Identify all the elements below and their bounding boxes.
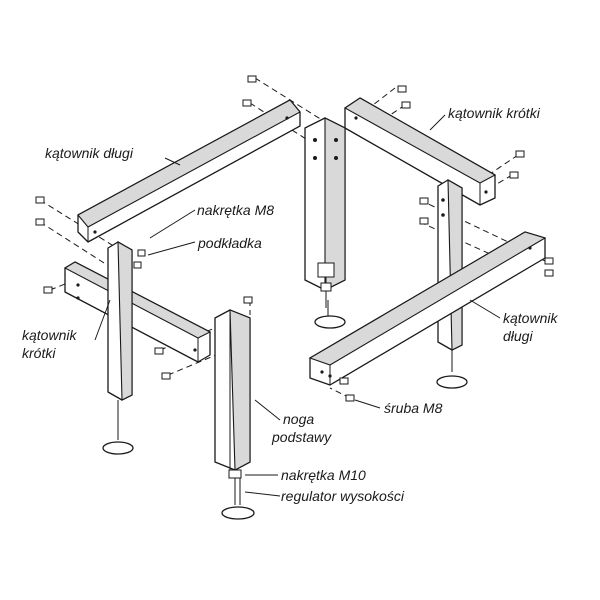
leg-front-left [102,241,134,455]
washer-icon [137,249,146,257]
nut-icon [419,197,429,205]
label-katownik-dlugi-right-line2: długi [503,328,533,344]
bolt-icon [242,99,252,107]
label-podkladka: podkładka [197,235,262,251]
bolt-icon [544,269,554,277]
bolt-icon [345,394,355,402]
label-nakretka-m10: nakrętka M10 [281,467,366,483]
label-nakretka-m8: nakrętka M8 [197,202,274,218]
bolt-icon [509,171,519,179]
label-katownik-krotki-left-line1: kątownik [22,327,77,343]
bolt-icon [515,150,525,158]
bolt-icon [154,347,164,355]
bolt-icon [243,296,253,304]
bolt-icon [544,257,554,265]
bolt-icon [35,196,45,204]
label-regulator-wysokosci: regulator wysokości [281,488,405,504]
label-noga-line2: podstawy [271,429,332,445]
leg-front-center [214,309,255,520]
bolt-icon [43,286,53,294]
leg-back-center [304,117,346,329]
bolt-icon [35,218,45,226]
label-katownik-dlugi-top: kątownik długi [45,145,134,161]
bolt-icon [161,372,171,380]
label-katownik-dlugi-right-line1: kątownik [503,310,558,326]
leader-lines [94,114,501,497]
label-katownik-krotki-top: kątownik krótki [448,105,541,121]
nut-icon [133,261,142,269]
angle-short-front [63,261,212,363]
bolt-icon [247,75,257,83]
angle-long-back [77,99,301,243]
label-katownik-krotki-left-line2: krótki [22,345,56,361]
label-noga-line1: noga [283,411,314,427]
fasteners [35,75,554,402]
bolt-icon [401,101,411,109]
nut-icon [419,217,429,225]
bolt-icon [339,377,349,385]
bolt-icon [397,85,407,93]
label-sruba-m8: śruba M8 [384,400,443,416]
